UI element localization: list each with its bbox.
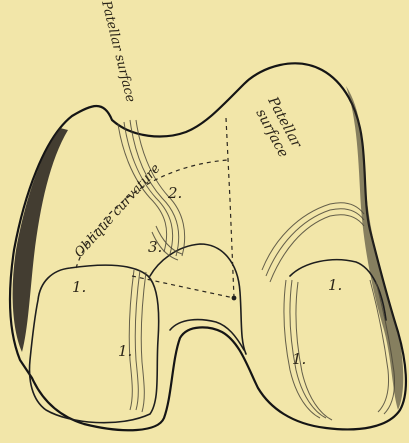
label-1-right-bottom: 1.: [292, 350, 306, 368]
label-1-right-top: 1.: [328, 276, 342, 294]
label-1-left-bottom: 1.: [118, 342, 132, 360]
label-1-left-top: 1.: [72, 278, 86, 296]
label-3: 3.: [148, 238, 162, 256]
label-2: 2.: [167, 184, 182, 202]
reference-point: [232, 296, 237, 301]
